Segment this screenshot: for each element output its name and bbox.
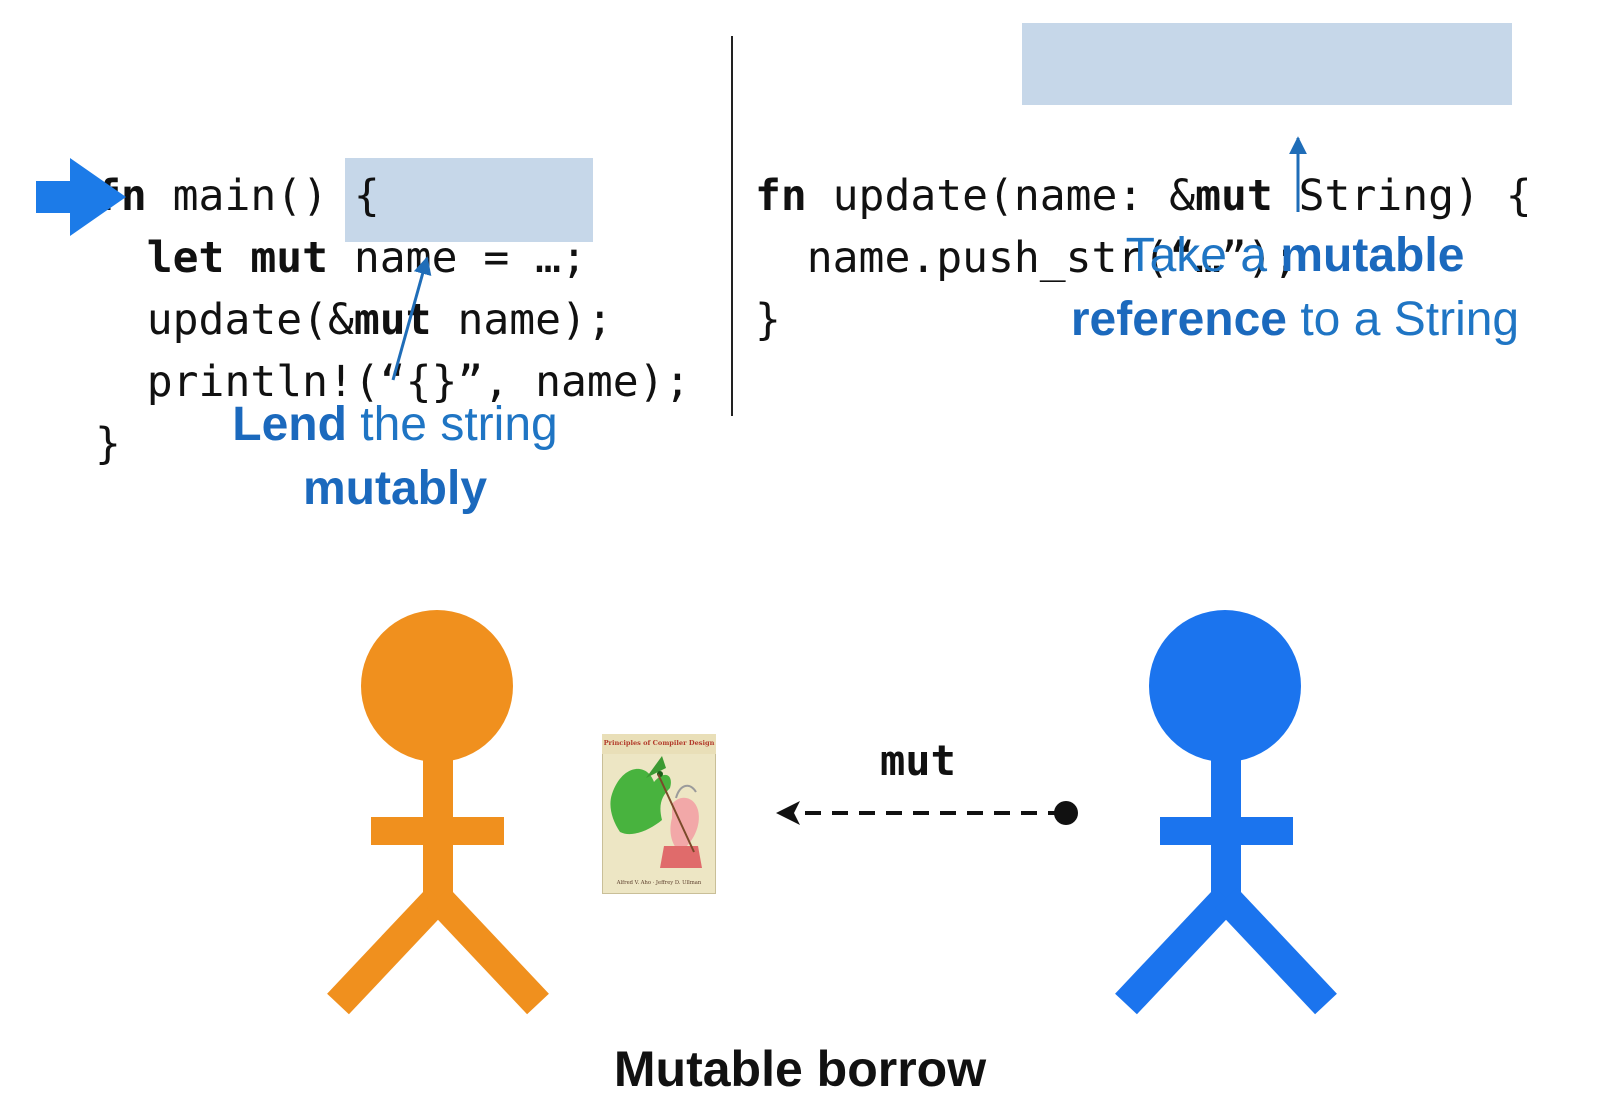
- code-text: }: [95, 419, 121, 469]
- code-text: update(&: [95, 295, 354, 345]
- callout-lend-line1: Lend the string: [200, 393, 590, 457]
- callout-lend-strong: Lend: [232, 398, 347, 451]
- code-main-line: }: [95, 413, 690, 475]
- code-update-lines: fn update(name: &mut String) { name.push…: [755, 165, 1532, 351]
- code-update-line: fn update(name: &mut String) {: [755, 165, 1532, 227]
- stick-figure-orange: [327, 610, 549, 1015]
- callout-lend: Lend the string mutably: [200, 393, 590, 521]
- code-main: fn main() { let mut name = …; update(&mu…: [95, 41, 690, 537]
- code-update-line: name.push_str(“…”);: [755, 227, 1532, 289]
- highlight-param: [1022, 23, 1512, 105]
- code-text: name.push_str(“…”);: [755, 233, 1299, 283]
- code-text: name = …;: [328, 233, 587, 283]
- callout-take-reference: reference: [1070, 293, 1287, 346]
- code-text: }: [755, 295, 781, 345]
- callout-lend-rest: the string: [346, 398, 558, 451]
- callout-lend-line2: mutably: [200, 457, 590, 521]
- code-main-line: let mut name = …;: [95, 227, 690, 289]
- code-text: name);: [431, 295, 613, 345]
- code-main-line: println!(“{}”, name);: [95, 351, 691, 413]
- callout-take-rest1: Take a: [1125, 229, 1281, 282]
- code-main-lines: fn main() { let mut name = …; update(&mu…: [95, 165, 690, 475]
- code-keyword: let: [146, 233, 225, 283]
- callout-lend-arrow: [391, 256, 432, 381]
- code-keyword: mut: [353, 295, 432, 345]
- code-text: update(name: &: [806, 171, 1196, 221]
- code-text: main() {: [146, 171, 380, 221]
- callout-take-rest2: to a String: [1287, 293, 1520, 346]
- book-icon: Principles of Compiler Design Alfred V. …: [601, 733, 717, 895]
- book-title: Principles of Compiler Design: [604, 739, 715, 747]
- book-cover: Principles of Compiler Design Alfred V. …: [601, 733, 717, 895]
- callout-take-line1: Take a mutable: [1040, 224, 1550, 288]
- stick-figure-blue: [1115, 610, 1337, 1015]
- code-text: String) {: [1272, 171, 1532, 221]
- callout-lend-mutably: mutably: [302, 462, 488, 515]
- code-main-line: update(&mut name);: [95, 289, 690, 351]
- code-update-line: }: [755, 289, 1532, 351]
- code-keyword: fn: [755, 171, 807, 221]
- right-arrow-icon: [36, 158, 126, 236]
- code-text: println!(“{}”, name);: [95, 357, 691, 407]
- code-keyword: mut: [250, 233, 329, 283]
- callout-take-mutable: mutable: [1280, 229, 1465, 282]
- borrow-arrow: [776, 801, 1078, 825]
- code-keyword: mut: [1195, 171, 1273, 221]
- diagram-caption: Mutable borrow: [613, 1041, 987, 1097]
- code-update: fn update(name: &mut String) { name.push…: [755, 41, 1532, 413]
- callout-take: Take a mutable reference to a String: [1040, 224, 1550, 352]
- book-authors: Alfred V. Aho · Jeffrey D. Ullman: [616, 880, 702, 886]
- code-main-line: fn main() {: [95, 165, 690, 227]
- code-divider: [731, 36, 733, 416]
- callout-take-line2: reference to a String: [1040, 288, 1550, 352]
- highlight-mut-name: [345, 158, 593, 242]
- borrow-label: mut: [880, 736, 956, 785]
